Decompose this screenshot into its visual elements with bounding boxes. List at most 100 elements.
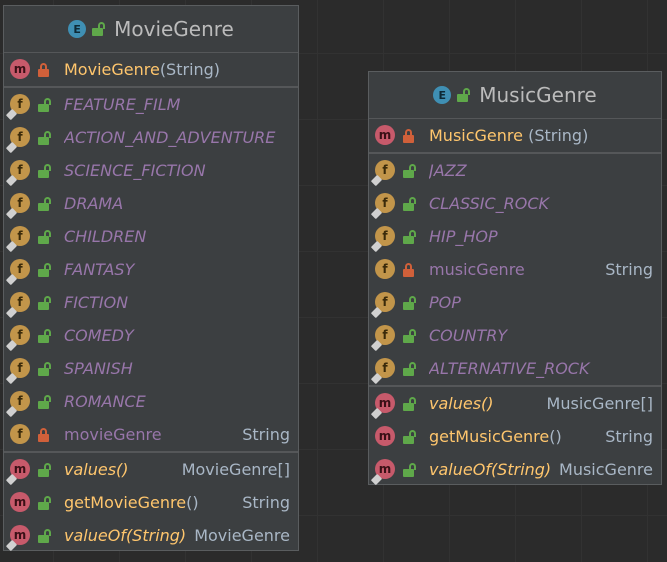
- open-lock-icon: [38, 262, 52, 278]
- open-lock-icon: [38, 328, 52, 344]
- method-icon: m: [10, 491, 34, 515]
- enum-constant-row[interactable]: f HIP_HOP: [369, 220, 661, 253]
- field-row[interactable]: f musicGenre String: [369, 253, 661, 286]
- class-node-moviegenre[interactable]: E MovieGenre m MovieGenre(String) f FEAT…: [3, 5, 299, 551]
- open-lock-icon: [403, 429, 417, 445]
- open-lock-icon: [38, 97, 52, 113]
- method-icon: m: [10, 58, 34, 82]
- open-lock-icon: [38, 229, 52, 245]
- field-icon: f: [5, 390, 34, 417]
- enum-constant-name: FICTION: [64, 293, 129, 312]
- open-lock-icon: [403, 361, 417, 377]
- field-icon: f: [5, 93, 34, 120]
- method-return-type: MusicGenre: [559, 460, 653, 479]
- field-icon: f: [370, 357, 399, 384]
- field-icon: f: [370, 291, 399, 318]
- field-icon: f: [370, 192, 399, 219]
- method-name: getMusicGenre(): [429, 427, 562, 446]
- open-lock-icon: [38, 528, 52, 544]
- enum-constant-name: FEATURE_FILM: [64, 95, 181, 114]
- enum-constant-name: COUNTRY: [429, 326, 508, 345]
- method-name: valueOf(String): [429, 460, 552, 479]
- field-icon: f: [5, 291, 34, 318]
- enum-constant-row[interactable]: f FANTASY: [4, 253, 298, 286]
- closed-lock-icon: [38, 427, 52, 443]
- enum-constant-row[interactable]: f DRAMA: [4, 187, 298, 220]
- method-icon: m: [370, 392, 399, 419]
- closed-lock-icon: [403, 262, 417, 278]
- field-type: String: [605, 260, 653, 279]
- enum-constant-row[interactable]: f ACTION_AND_ADVENTURE: [4, 121, 298, 154]
- enum-constant-name: CHILDREN: [64, 227, 147, 246]
- method-icon: m: [5, 458, 34, 485]
- field-icon: f: [370, 324, 399, 351]
- enum-constant-row[interactable]: f JAZZ: [369, 154, 661, 187]
- enum-constant-row[interactable]: f FICTION: [4, 286, 298, 319]
- enum-constant-row[interactable]: f ALTERNATIVE_ROCK: [369, 352, 661, 385]
- method-return-type: String: [242, 493, 290, 512]
- enum-constant-row[interactable]: f CHILDREN: [4, 220, 298, 253]
- closed-lock-icon: [403, 128, 417, 144]
- enum-constant-name: SCIENCE_FICTION: [64, 161, 206, 180]
- enum-constant-row[interactable]: f FEATURE_FILM: [4, 88, 298, 121]
- method-row[interactable]: m valueOf(String) MusicGenre: [369, 453, 661, 486]
- method-name: valueOf(String): [64, 526, 187, 545]
- enum-constant-name: DRAMA: [64, 194, 124, 213]
- enum-constant-name: POP: [429, 293, 461, 312]
- enum-constant-row[interactable]: f CLASSIC_ROCK: [369, 187, 661, 220]
- constructor-row[interactable]: m MovieGenre(String): [4, 53, 298, 88]
- open-lock-icon: [38, 495, 52, 511]
- field-icon: f: [5, 192, 34, 219]
- field-name: movieGenre: [64, 425, 162, 444]
- method-icon: m: [375, 425, 399, 449]
- enum-constant-name: SPANISH: [64, 359, 133, 378]
- field-icon: f: [370, 225, 399, 252]
- enum-constant-name: ALTERNATIVE_ROCK: [429, 359, 590, 378]
- open-lock-icon: [38, 462, 52, 478]
- open-lock-icon: [92, 21, 106, 37]
- method-return-type: MovieGenre: [194, 526, 290, 545]
- enum-constant-row[interactable]: f ROMANCE: [4, 385, 298, 418]
- enum-constant-row[interactable]: f COUNTRY: [369, 319, 661, 352]
- open-lock-icon: [38, 394, 52, 410]
- enum-constant-name: HIP_HOP: [429, 227, 498, 246]
- method-row[interactable]: m getMovieGenre() String: [4, 486, 298, 519]
- method-icon: m: [370, 458, 399, 485]
- open-lock-icon: [38, 163, 52, 179]
- method-row[interactable]: m valueOf(String) MovieGenre: [4, 519, 298, 552]
- field-icon: f: [5, 324, 34, 351]
- method-return-type: String: [605, 427, 653, 446]
- field-icon: f: [375, 258, 399, 282]
- open-lock-icon: [403, 196, 417, 212]
- enum-constant-row[interactable]: f SPANISH: [4, 352, 298, 385]
- field-icon: f: [5, 357, 34, 384]
- open-lock-icon: [403, 462, 417, 478]
- method-return-type: MovieGenre[]: [181, 460, 290, 479]
- field-row[interactable]: f movieGenre String: [4, 418, 298, 451]
- class-title: MovieGenre: [114, 17, 234, 41]
- enum-constant-name: CLASSIC_ROCK: [429, 194, 550, 213]
- enum-constant-row[interactable]: f POP: [369, 286, 661, 319]
- field-icon: f: [5, 225, 34, 252]
- field-name: musicGenre: [429, 260, 525, 279]
- class-node-musicgenre[interactable]: E MusicGenre m MusicGenre (String) f JAZ…: [368, 71, 662, 485]
- field-icon: f: [5, 258, 34, 285]
- constructor-row[interactable]: m MusicGenre (String): [369, 119, 661, 154]
- method-row[interactable]: m values() MusicGenre[]: [369, 385, 661, 420]
- method-name: getMovieGenre(): [64, 493, 199, 512]
- method-row[interactable]: m values() MovieGenre[]: [4, 451, 298, 486]
- open-lock-icon: [403, 328, 417, 344]
- constructor-name: MusicGenre (String): [429, 126, 589, 145]
- enum-constant-name: ACTION_AND_ADVENTURE: [64, 128, 276, 147]
- open-lock-icon: [403, 229, 417, 245]
- field-icon: f: [5, 126, 34, 153]
- method-name: values(): [64, 460, 129, 479]
- method-return-type: MusicGenre[]: [546, 394, 653, 413]
- method-row[interactable]: m getMusicGenre() String: [369, 420, 661, 453]
- closed-lock-icon: [38, 62, 52, 78]
- open-lock-icon: [457, 87, 471, 103]
- enum-constant-name: COMEDY: [64, 326, 134, 345]
- class-header: E MovieGenre: [4, 6, 298, 53]
- enum-constant-row[interactable]: f COMEDY: [4, 319, 298, 352]
- enum-constant-row[interactable]: f SCIENCE_FICTION: [4, 154, 298, 187]
